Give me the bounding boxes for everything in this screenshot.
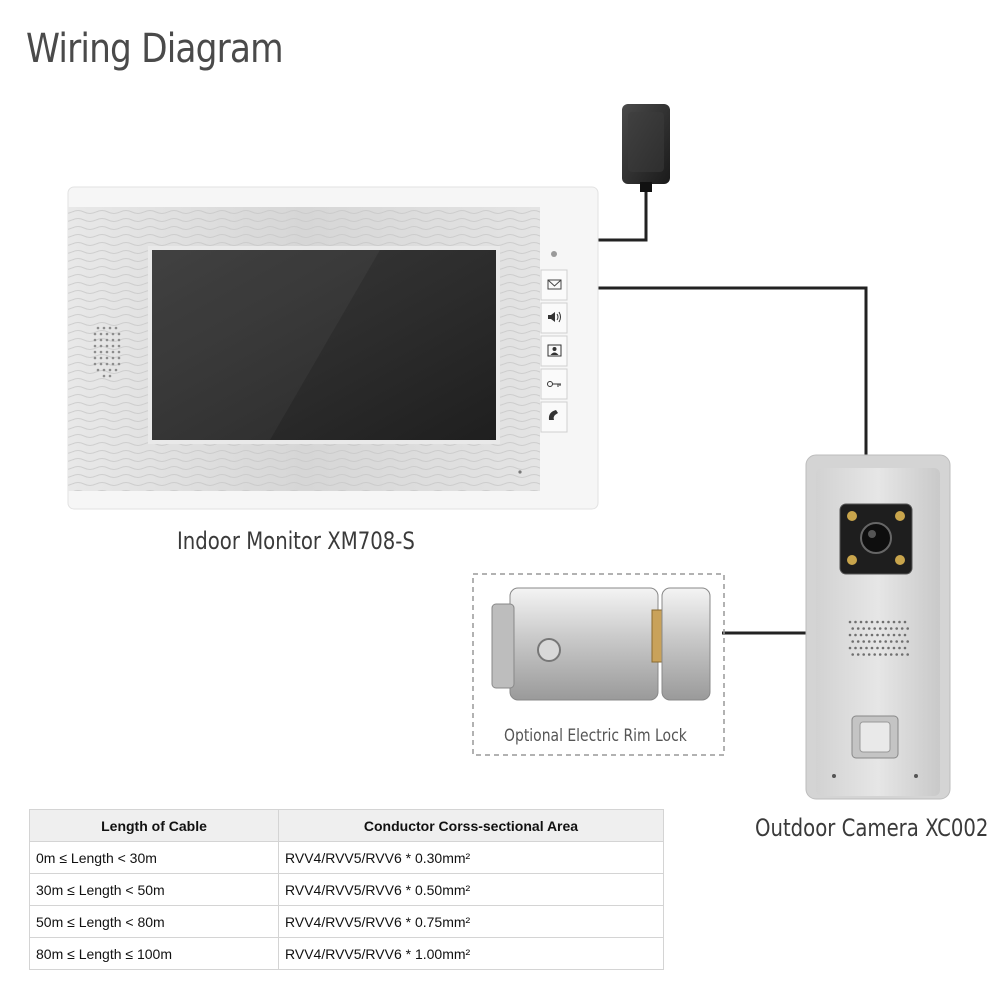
electric-rim-lock: [472, 573, 725, 756]
camera-wire: [598, 286, 868, 456]
camera-speaker-grille: [848, 620, 909, 656]
column-header: Conductor Corss-sectional Area: [278, 809, 664, 842]
cable-length: 80m ≤ Length ≤ 100m: [29, 937, 279, 970]
lock-caption: Optional Electric Rim Lock: [504, 726, 687, 746]
ir-led: [847, 555, 857, 565]
camera-caption: Outdoor Camera XC002: [755, 814, 989, 842]
lock-key-cylinder: [537, 638, 561, 662]
phone-icon: [548, 410, 558, 420]
conductor-area: RVV4/RVV5/RVV6 * 1.00mm²: [278, 937, 664, 970]
key-icon: [547, 381, 561, 387]
lock-strike-plate: [661, 587, 711, 701]
power-adapter: [622, 104, 670, 192]
cable-table: Length of Cable Conductor Corss-sectiona…: [29, 809, 664, 970]
table-row: 80m ≤ Length ≤ 100m RVV4/RVV5/RVV6 * 1.0…: [29, 937, 664, 970]
camera-lens: [860, 522, 892, 554]
speaker-icon: [548, 311, 561, 323]
ir-led: [895, 511, 905, 521]
outdoor-camera: [805, 454, 951, 800]
indicator-led: [551, 251, 557, 257]
monitor-button-column: [540, 269, 568, 433]
indoor-monitor: [67, 186, 599, 510]
cable-length: 50m ≤ Length < 80m: [29, 905, 279, 938]
conductor-area: RVV4/RVV5/RVV6 * 0.30mm²: [278, 841, 664, 874]
ir-led: [895, 555, 905, 565]
monitor-screen: [152, 250, 496, 440]
table-row: 30m ≤ Length < 50m RVV4/RVV5/RVV6 * 0.50…: [29, 873, 664, 906]
cable-length: 30m ≤ Length < 50m: [29, 873, 279, 906]
cable-length: 0m ≤ Length < 30m: [29, 841, 279, 874]
mic-hole: [518, 470, 522, 474]
contact-icon: [547, 344, 562, 357]
conductor-area: RVV4/RVV5/RVV6 * 0.75mm²: [278, 905, 664, 938]
contact-button: [540, 335, 568, 367]
ir-led: [847, 511, 857, 521]
monitor-caption: Indoor Monitor XM708-S: [177, 527, 415, 555]
speaker-grille: [93, 326, 121, 378]
table-row: 50m ≤ Length < 80m RVV4/RVV5/RVV6 * 0.75…: [29, 905, 664, 938]
conductor-area: RVV4/RVV5/RVV6 * 0.50mm²: [278, 873, 664, 906]
column-header: Length of Cable: [29, 809, 279, 842]
power-wire: [598, 190, 648, 242]
table-header-row: Length of Cable Conductor Corss-sectiona…: [29, 809, 664, 842]
speaker-button: [540, 302, 568, 334]
phone-button: [540, 401, 568, 433]
envelope-icon: [547, 279, 562, 290]
page-title: Wiring Diagram: [26, 26, 284, 72]
table-row: 0m ≤ Length < 30m RVV4/RVV5/RVV6 * 0.30m…: [29, 841, 664, 874]
